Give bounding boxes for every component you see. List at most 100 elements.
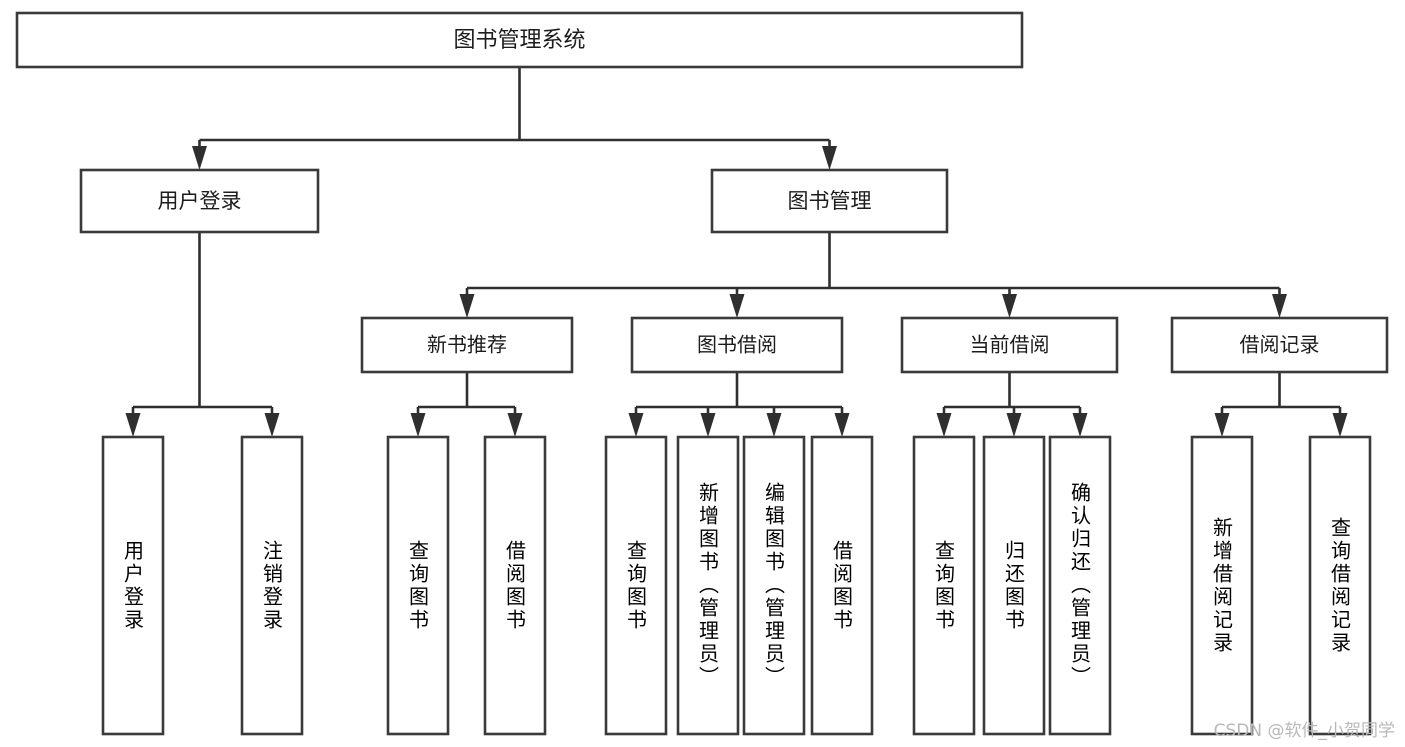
node-leaf-edit-book-box[interactable]	[742, 435, 806, 736]
node-leaf-return-book[interactable]: 归还图书	[982, 435, 1046, 736]
edge-group-book-borrow	[628, 372, 850, 437]
node-book-manage-label: 图书管理	[788, 189, 872, 213]
arrow-head-icon	[1006, 413, 1022, 437]
node-leaf-query-book-cur-label: 查询图书	[931, 539, 956, 632]
arrow-head-icon	[1072, 413, 1088, 437]
node-leaf-borrow-book-bor[interactable]: 借阅图书	[810, 435, 874, 736]
arrow-head-icon	[192, 146, 207, 170]
node-leaf-query-record-label-wrap: 查询借阅记录	[1327, 516, 1352, 655]
arrow-head-icon	[834, 413, 850, 437]
node-book-borrow-label: 图书借阅	[697, 333, 777, 357]
node-leaf-confirm-return-label-wrap: 确认归还（管理员）	[1067, 482, 1092, 689]
node-borrow-record[interactable]: 借阅记录	[1170, 316, 1389, 374]
node-leaf-confirm-return-label: 确认归还（管理员）	[1067, 482, 1092, 689]
node-leaf-confirm-return[interactable]: 确认归还（管理员）	[1048, 435, 1112, 736]
node-leaf-query-book-rec[interactable]: 查询图书	[386, 435, 450, 736]
node-leaf-query-record-box[interactable]	[1308, 435, 1372, 736]
node-leaf-add-book-box[interactable]	[676, 435, 740, 736]
nodes-layer: 图书管理系统用户登录图书管理新书推荐图书借阅当前借阅借阅记录用户登录注销登录查询…	[15, 11, 1389, 736]
node-book-borrow[interactable]: 图书借阅	[630, 316, 844, 374]
node-leaf-query-record-label: 查询借阅记录	[1327, 516, 1352, 655]
edge-group-user-login	[125, 232, 280, 437]
arrow-head-icon	[264, 413, 280, 437]
csdn-watermark: CSDN @软件_小贺同学	[1213, 721, 1395, 741]
node-leaf-add-book[interactable]: 新增图书（管理员）	[676, 435, 740, 736]
arrow-head-icon	[729, 294, 745, 318]
node-leaf-add-record-label: 新增借阅记录	[1209, 516, 1234, 655]
arrow-head-icon	[459, 294, 475, 318]
node-leaf-confirm-return-box[interactable]	[1048, 435, 1112, 736]
node-user-login-box[interactable]	[79, 168, 320, 234]
node-leaf-logout-login[interactable]: 注销登录	[240, 435, 304, 736]
node-leaf-add-book-label: 新增图书（管理员）	[695, 482, 720, 689]
edge-group-book-manage	[459, 232, 1287, 318]
node-borrow-record-label: 借阅记录	[1240, 333, 1320, 357]
node-leaf-add-record-box[interactable]	[1190, 435, 1254, 736]
node-user-login-label: 用户登录	[158, 189, 242, 213]
node-new-book-recommend-box[interactable]	[360, 316, 574, 374]
node-leaf-user-login[interactable]: 用户登录	[101, 435, 165, 736]
node-leaf-query-book-rec-box[interactable]	[386, 435, 450, 736]
node-leaf-edit-book-label: 编辑图书（管理员）	[761, 482, 786, 689]
node-leaf-return-book-label-wrap: 归还图书	[1001, 539, 1026, 632]
node-leaf-return-book-box[interactable]	[982, 435, 1046, 736]
arrow-head-icon	[766, 413, 782, 437]
node-leaf-logout-login-box[interactable]	[240, 435, 304, 736]
node-current-borrow-label: 当前借阅	[970, 333, 1050, 357]
connectors-layer	[125, 67, 1348, 437]
edge-group-new-book-recommend	[410, 372, 523, 437]
node-leaf-add-record-label-wrap: 新增借阅记录	[1209, 516, 1234, 655]
node-leaf-borrow-book-bor-label-wrap: 借阅图书	[829, 539, 854, 632]
node-borrow-record-box[interactable]	[1170, 316, 1389, 374]
node-leaf-query-book-bor-label: 查询图书	[623, 539, 648, 632]
node-leaf-query-book-cur[interactable]: 查询图书	[912, 435, 976, 736]
node-leaf-borrow-book-rec-label: 借阅图书	[502, 539, 527, 632]
arrow-head-icon	[628, 413, 644, 437]
arrow-head-icon	[822, 146, 837, 170]
node-leaf-query-book-cur-label-wrap: 查询图书	[931, 539, 956, 632]
node-leaf-borrow-book-bor-label: 借阅图书	[829, 539, 854, 632]
node-book-manage[interactable]: 图书管理	[710, 168, 949, 234]
edge-group-root	[192, 67, 837, 170]
node-leaf-query-book-rec-label: 查询图书	[405, 539, 430, 632]
node-leaf-query-record[interactable]: 查询借阅记录	[1308, 435, 1372, 736]
node-leaf-user-login-label-wrap: 用户登录	[120, 539, 145, 632]
node-leaf-logout-login-label-wrap: 注销登录	[259, 539, 284, 632]
node-book-manage-box[interactable]	[710, 168, 949, 234]
node-current-borrow[interactable]: 当前借阅	[900, 316, 1119, 374]
node-leaf-add-record[interactable]: 新增借阅记录	[1190, 435, 1254, 736]
arrow-head-icon	[936, 413, 952, 437]
node-new-book-recommend[interactable]: 新书推荐	[360, 316, 574, 374]
arrow-head-icon	[507, 413, 523, 437]
arrow-head-icon	[410, 413, 426, 437]
node-leaf-logout-login-label: 注销登录	[259, 539, 284, 632]
node-leaf-query-book-bor[interactable]: 查询图书	[604, 435, 668, 736]
node-current-borrow-box[interactable]	[900, 316, 1119, 374]
node-leaf-add-book-label-wrap: 新增图书（管理员）	[695, 482, 720, 689]
node-leaf-borrow-book-rec-box[interactable]	[483, 435, 547, 736]
arrow-head-icon	[700, 413, 716, 437]
arrow-head-icon	[1272, 294, 1287, 318]
node-new-book-recommend-label: 新书推荐	[427, 333, 507, 357]
node-leaf-return-book-label: 归还图书	[1001, 539, 1026, 632]
node-root-label: 图书管理系统	[453, 28, 585, 53]
node-leaf-edit-book[interactable]: 编辑图书（管理员）	[742, 435, 806, 736]
arrow-head-icon	[1332, 413, 1348, 437]
node-leaf-query-book-cur-box[interactable]	[912, 435, 976, 736]
node-leaf-user-login-box[interactable]	[101, 435, 165, 736]
node-leaf-query-book-bor-box[interactable]	[604, 435, 668, 736]
node-leaf-borrow-book-bor-box[interactable]	[810, 435, 874, 736]
arrow-head-icon	[1002, 294, 1017, 318]
node-book-borrow-box[interactable]	[630, 316, 844, 374]
node-leaf-query-book-bor-label-wrap: 查询图书	[623, 539, 648, 632]
arrow-head-icon	[1214, 413, 1230, 437]
node-leaf-query-book-rec-label-wrap: 查询图书	[405, 539, 430, 632]
node-leaf-borrow-book-rec[interactable]: 借阅图书	[483, 435, 547, 736]
node-leaf-borrow-book-rec-label-wrap: 借阅图书	[502, 539, 527, 632]
node-root[interactable]: 图书管理系统	[15, 11, 1024, 69]
node-leaf-user-login-label: 用户登录	[120, 539, 145, 632]
edge-group-current-borrow	[936, 372, 1088, 437]
node-root-box[interactable]	[15, 11, 1024, 69]
node-user-login[interactable]: 用户登录	[79, 168, 320, 234]
